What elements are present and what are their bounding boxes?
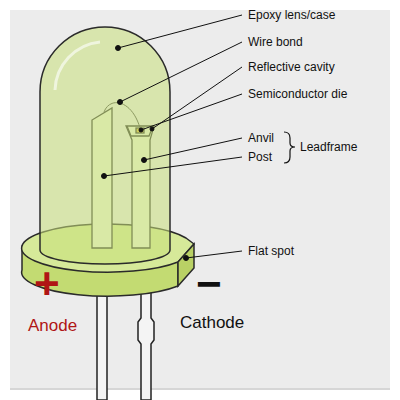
poster-ground <box>10 10 390 390</box>
polarity-sign: + <box>34 262 60 306</box>
part-label: Epoxy lens/case <box>248 8 335 22</box>
epoxy-lens <box>40 27 170 264</box>
flat-spot-face <box>178 244 194 286</box>
group-label: Leadframe <box>300 140 357 154</box>
leader-dot <box>184 256 189 261</box>
leader-dot <box>102 174 107 179</box>
leader-dot <box>142 158 147 163</box>
leader-line <box>120 42 242 102</box>
leader-dot <box>139 128 143 132</box>
part-label: Wire bond <box>248 35 303 49</box>
part-label: Post <box>248 150 272 164</box>
leader-line <box>118 15 242 48</box>
leader-dot <box>150 127 154 131</box>
leader-dot <box>116 46 121 51</box>
leader-line <box>144 138 242 160</box>
part-label: Flat spot <box>248 244 294 258</box>
part-label: Semiconductor die <box>248 87 347 101</box>
leader-line <box>152 67 242 129</box>
leader-lines <box>102 15 243 261</box>
leader-line <box>104 157 242 176</box>
lens-highlight <box>55 42 100 90</box>
part-label: Reflective cavity <box>248 60 335 74</box>
leader-line <box>186 251 242 258</box>
polarity-sign: − <box>196 262 222 306</box>
leader-line <box>141 94 242 130</box>
terminal-label: Anode <box>28 316 77 336</box>
leader-dot <box>118 100 123 105</box>
terminal-label: Cathode <box>180 313 244 333</box>
bracket <box>284 132 295 163</box>
part-label: Anvil <box>248 131 274 145</box>
poster-shadow <box>10 388 390 390</box>
